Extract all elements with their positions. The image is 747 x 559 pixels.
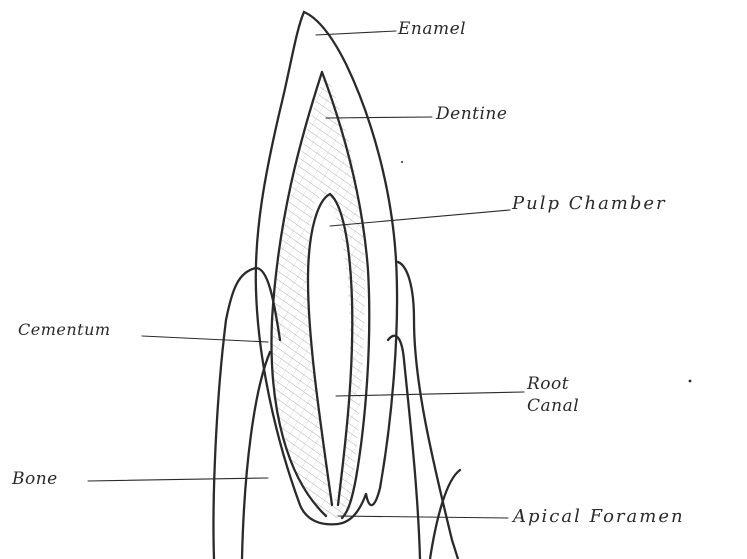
bone-right-outline <box>398 262 458 559</box>
label-root-canal-line2: Canal <box>527 395 579 417</box>
label-dentine: Dentine <box>436 104 507 124</box>
label-root-canal: Root Canal <box>527 373 579 417</box>
root-canal-leader <box>336 392 524 396</box>
apical-foramen-leader <box>338 516 508 518</box>
label-bone: Bone <box>12 469 58 489</box>
cementum-leader <box>142 336 268 342</box>
bone-leader <box>88 478 268 481</box>
label-cementum: Cementum <box>18 320 111 339</box>
label-apical-foramen: Apical Foramen <box>513 506 685 527</box>
label-root-canal-line1: Root <box>527 373 579 395</box>
stray-dot <box>689 380 692 383</box>
stray-dot <box>401 161 403 163</box>
bone-right-inner <box>388 336 420 559</box>
label-enamel: Enamel <box>398 19 466 39</box>
label-pulp-chamber: Pulp Chamber <box>512 193 667 214</box>
bone-left-outline <box>214 268 281 559</box>
